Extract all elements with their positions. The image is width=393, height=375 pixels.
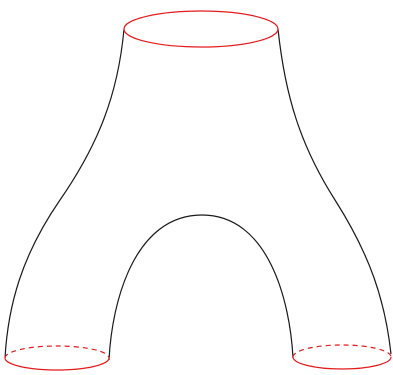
left-outer-contour <box>5 29 124 358</box>
right-leg-boundary-back <box>293 345 391 357</box>
left-leg-boundary-back <box>5 346 109 358</box>
left-leg-boundary-front <box>5 358 109 370</box>
right-leg-boundary-front <box>293 357 391 369</box>
right-outer-contour <box>278 29 391 354</box>
surface-outline <box>5 29 391 360</box>
waist-boundary <box>124 11 278 47</box>
boundary-circles <box>5 11 391 370</box>
crotch-arch <box>109 215 293 360</box>
